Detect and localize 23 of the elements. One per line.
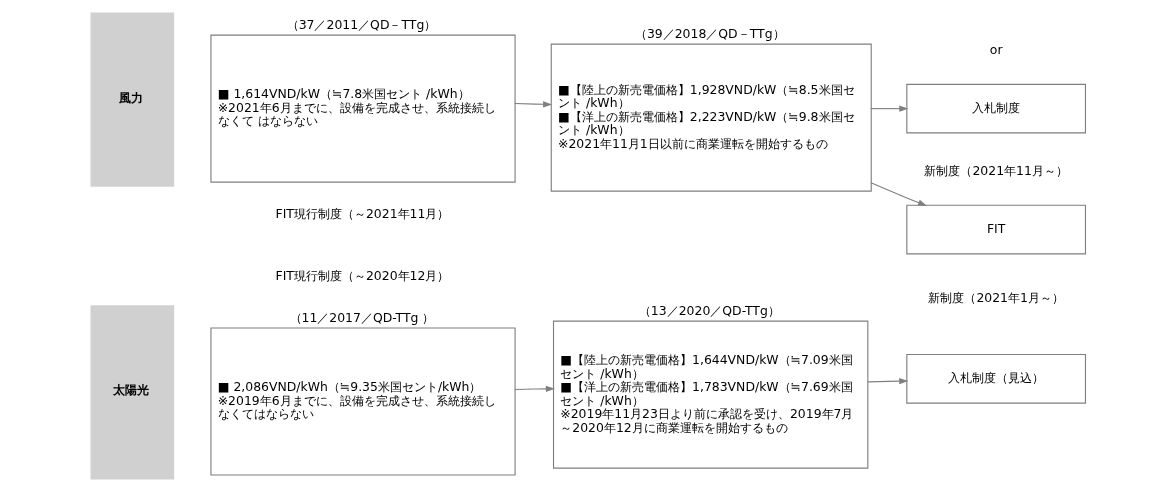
label: FIT現行制度（～2020年12月） xyxy=(275,268,449,284)
node-label: （13／2020／QD-TTg） xyxy=(638,303,780,319)
node-box: 入札制度（見込） xyxy=(905,353,1086,404)
arrow xyxy=(513,101,552,108)
node-box: ■ 2,086VND/kWh（≒9.35米国セント/kWh） ※2019年6月までに、設備を完成させ、系統接続しなくてはならない xyxy=(209,327,516,476)
label: 新制度（2021年1月～） xyxy=(927,289,1064,305)
node-box: ■【陸上の新売電価格】1,928VND/kW（≒8.5米国セント /kWh） ■【洋上の新売電価格】2,223VND/kW（≒9.8米国セント /kWh） ※2021年11月1日以前に商業運転を開始するもの xyxy=(550,43,872,192)
node-box: 風力 xyxy=(90,12,174,187)
node-box: FIT xyxy=(905,204,1086,255)
node-label: （11／2017／QD-TTg ） xyxy=(289,310,434,326)
node-label: （37／2011／QD－TTg） xyxy=(286,17,436,33)
label: or xyxy=(989,42,1003,58)
node-box: ■【陸上の新売電価格】1,644VND/kW（≒7.09米国セント /kWh） ■【洋上の新売電価格】1,783VND/kW（≒7.69米国セント /kWh） ※2019年11月23日より前に承認を受け、2019年7月～2020年12月に商業運転を開始するもの xyxy=(552,320,868,469)
arrow xyxy=(513,385,555,392)
node-box: 入札制度 xyxy=(905,83,1086,134)
arrow xyxy=(869,105,908,112)
arrow xyxy=(866,377,908,385)
node-label: （39／2018／QD－TTg） xyxy=(634,26,785,42)
label: 新制度（2021年11月～） xyxy=(923,163,1068,179)
node-box: 太陽光 xyxy=(90,305,174,480)
label: FIT現行制度（～2021年11月） xyxy=(275,206,449,222)
arrow xyxy=(869,182,927,206)
node-box: ■ 1,614VND/kW（≒7.8米国セント /kWh） ※2021年6月までに、設備を完成させ、系統接続しなくて はならない xyxy=(209,34,516,183)
